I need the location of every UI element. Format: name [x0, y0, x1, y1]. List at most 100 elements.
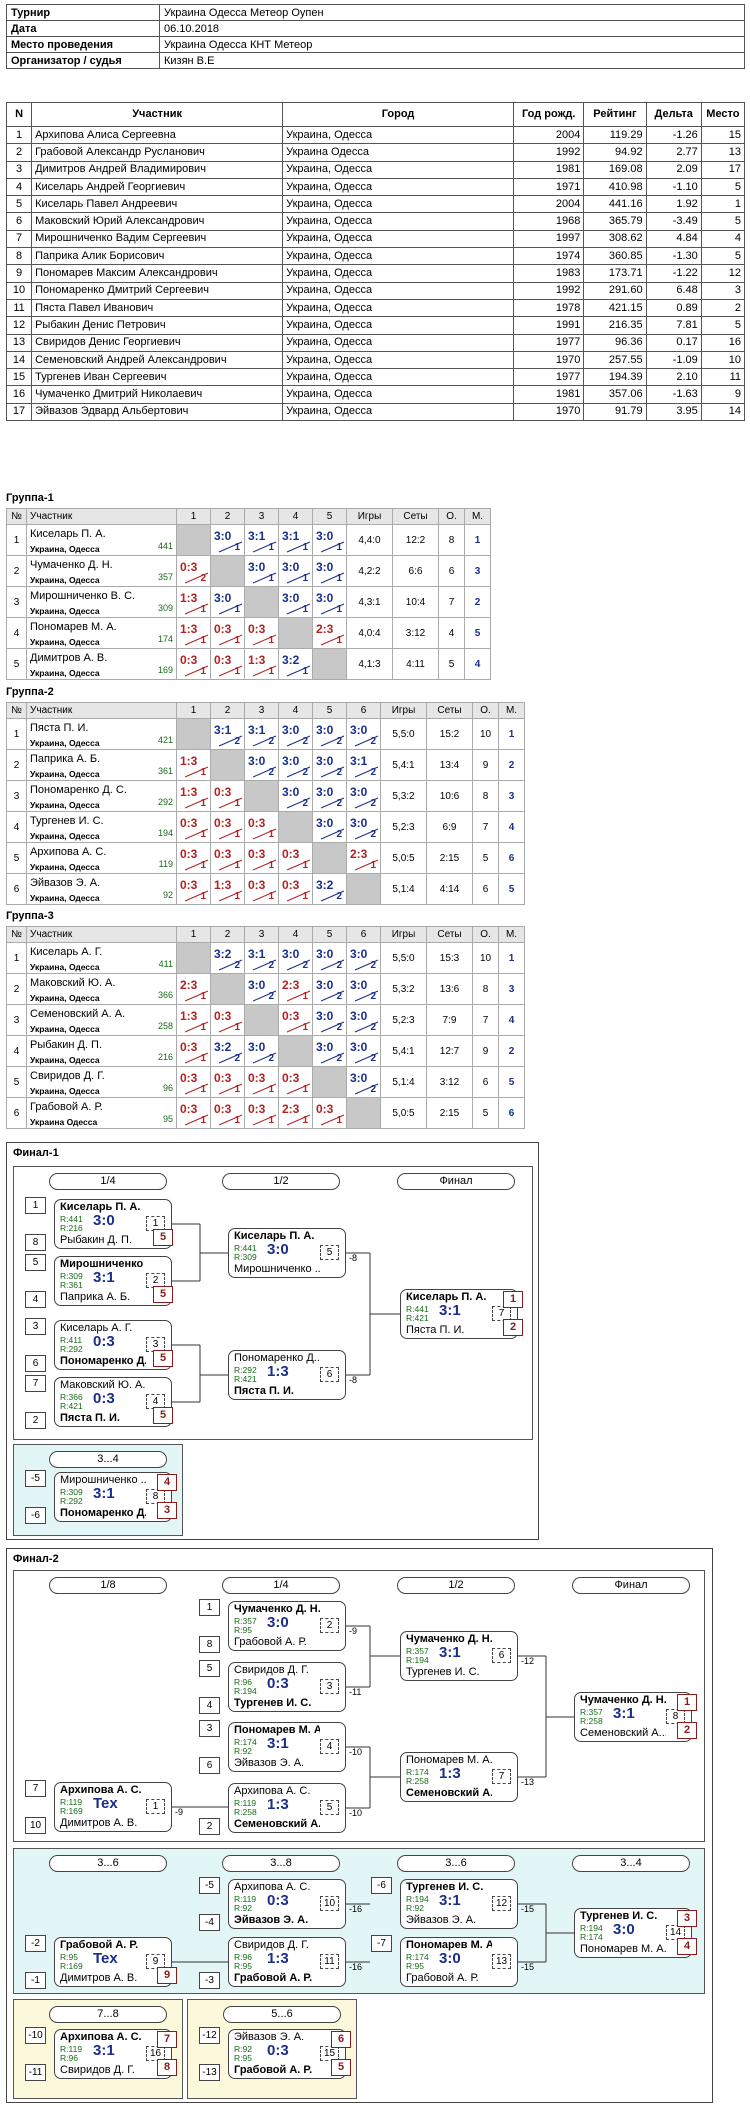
seed-number: 7 — [25, 1780, 46, 1797]
score: 3:0 — [248, 978, 266, 992]
table-cell: 91.79 — [583, 402, 647, 422]
player-rating: 95 — [162, 1114, 173, 1124]
player-a: Тургенев И. С. — [580, 1910, 658, 1922]
diagonal-mark — [184, 1114, 209, 1126]
player-city: Украина, Одесса — [30, 1055, 100, 1065]
table-cell: 173.71 — [583, 264, 647, 283]
score: 3:0 — [350, 785, 368, 799]
table-cell: Мирошниченко Вадим Сергеевич — [31, 229, 284, 249]
score: 0:3 — [214, 622, 232, 636]
table-cell: 15 — [700, 125, 746, 145]
score: 0:3 — [282, 1071, 300, 1085]
diagonal-mark — [218, 1114, 243, 1126]
self-cell — [176, 524, 211, 556]
column-header: Город — [282, 102, 515, 127]
table-cell: 16 — [5, 385, 33, 404]
diagonal-mark — [218, 890, 243, 902]
diagonal-mark — [320, 990, 345, 1002]
seed-number: 1 — [25, 1197, 46, 1214]
score: 3:0 — [350, 947, 368, 961]
diagonal-mark — [320, 828, 345, 840]
group-title: Группа-1 — [6, 492, 54, 504]
match-points: 1 — [200, 891, 206, 902]
match-points: 2 — [370, 1022, 376, 1033]
rating-a: R:357 — [580, 1707, 603, 1717]
table-cell: Рыбакин Денис Петрович — [31, 316, 284, 335]
player-b: Свиридов Д. Г. — [60, 2064, 135, 2076]
score: 1:3 — [180, 785, 198, 799]
table-cell: 360.85 — [583, 247, 647, 266]
diagonal-mark — [218, 859, 243, 871]
column-header: Игры — [380, 702, 427, 719]
player-name: Грабовой А. Р. — [30, 1101, 103, 1113]
seed-number: 8 — [25, 1234, 46, 1251]
place-cell: 1 — [498, 718, 525, 750]
player-rating: 96 — [162, 1083, 173, 1093]
match-points: 1 — [234, 604, 240, 615]
player-rating: 292 — [157, 797, 173, 807]
loser-ref: -8 — [349, 1253, 358, 1263]
match-points: 1 — [200, 1053, 206, 1064]
diagonal-mark — [320, 541, 345, 553]
match-score: 1:3 — [267, 1950, 289, 1967]
diagonal-mark — [184, 990, 209, 1002]
place-cell: 4 — [498, 811, 525, 843]
table-cell: -1.10 — [645, 177, 702, 197]
player-a: Мирошниченко ... — [60, 1258, 146, 1270]
diagonal-mark — [184, 890, 209, 902]
place-cell: 3 — [498, 780, 525, 812]
match-points: 2 — [336, 829, 342, 840]
table-cell: Украина, Одесса — [282, 195, 515, 214]
match-score: 3:1 — [267, 1735, 289, 1752]
table-cell: 0.17 — [645, 333, 702, 352]
match-points: 1 — [302, 1084, 308, 1095]
place-cell: 2 — [498, 1035, 525, 1067]
place-cell: 4 — [498, 1004, 525, 1036]
match-points: 2 — [336, 960, 342, 971]
table-cell: Эйвазов Эдвард Альбертович — [31, 402, 284, 422]
round-label: 3...4 — [572, 1855, 690, 1872]
loser-ref: -9 — [349, 1626, 358, 1636]
player-name: Рыбакин Д. П. — [30, 1039, 103, 1051]
diagonal-mark — [252, 634, 277, 646]
score: 3:0 — [282, 723, 300, 737]
score: 3:0 — [316, 947, 334, 961]
match-points: 1 — [336, 573, 342, 584]
match-points: 1 — [234, 635, 240, 646]
seed-number: 2 — [25, 1412, 46, 1429]
sets-cell: 12:2 — [392, 524, 439, 556]
match-points: 2 — [268, 767, 274, 778]
loser-ref: -10 — [349, 1747, 363, 1757]
table-cell: Маковский Юрий Александрович — [31, 212, 284, 231]
match-number: 7 — [492, 1769, 511, 1784]
loser-ref: -16 — [349, 1962, 363, 1972]
score: 0:3 — [248, 1102, 266, 1116]
final-title: Финал-2 — [13, 1553, 59, 1565]
player-city: Украина Одесса — [30, 1117, 98, 1127]
rating-b: R:194 — [234, 1686, 257, 1696]
place-badge: 2 — [503, 1319, 523, 1336]
rating-a: R:441 — [406, 1304, 429, 1314]
table-cell: -1.63 — [645, 385, 702, 404]
self-cell — [346, 1097, 381, 1129]
table-cell: 365.79 — [583, 212, 647, 231]
diagonal-mark — [320, 634, 345, 646]
seed-number: -5 — [25, 1470, 46, 1487]
diagonal-mark — [252, 541, 277, 553]
match-points: 1 — [302, 666, 308, 677]
